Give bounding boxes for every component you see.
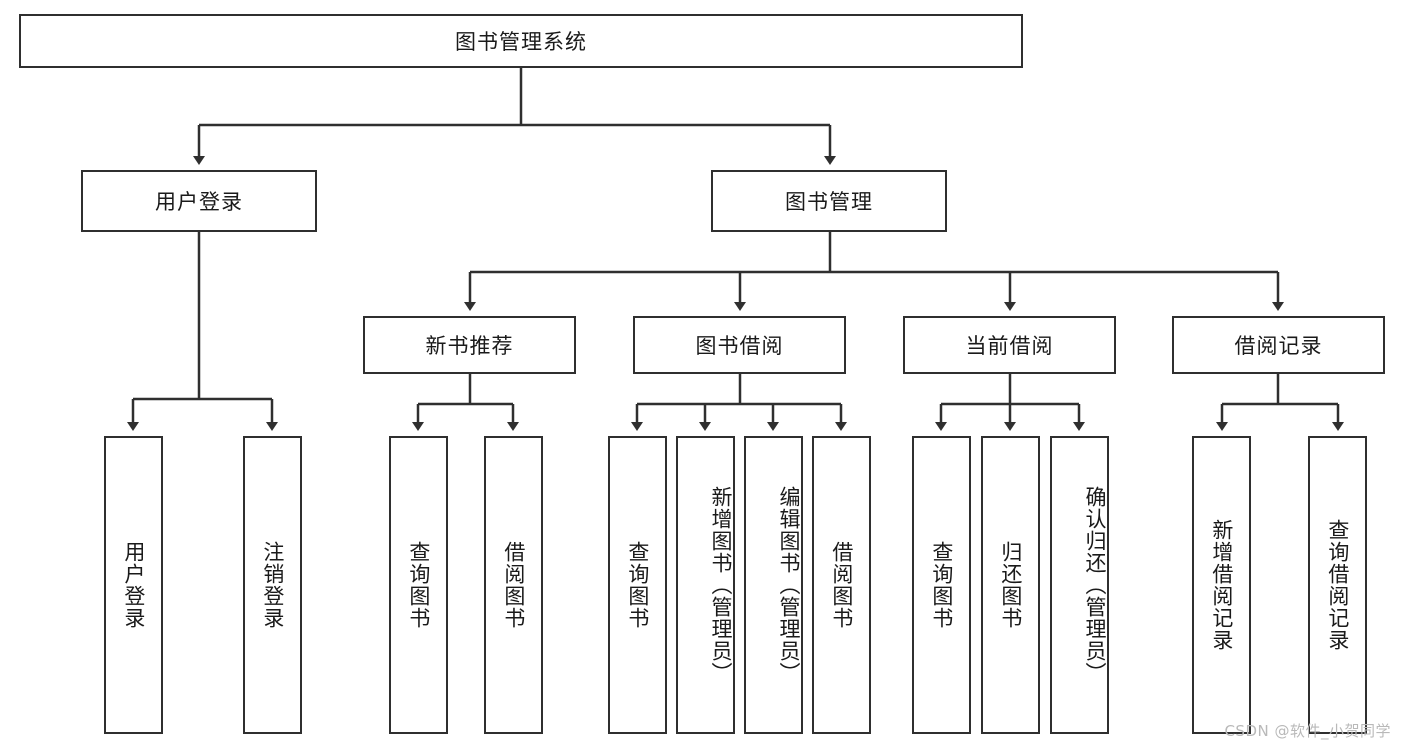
leaf-record-add-record[interactable]: 新增借阅记录 [1192, 436, 1251, 734]
leaf-recommend-borrow-book[interactable]: 借阅图书 [484, 436, 543, 734]
node-root-system[interactable]: 图书管理系统 [19, 14, 1023, 68]
node-book-management[interactable]: 图书管理 [711, 170, 947, 232]
leaf-current-return-book[interactable]: 归还图书 [981, 436, 1040, 734]
leaf-user-login-signout[interactable]: 注销登录 [243, 436, 302, 734]
leaf-user-login-signin[interactable]: 用户登录 [104, 436, 163, 734]
leaf-borrow-edit-book-admin[interactable]: 编辑图书（管理员） [744, 436, 803, 734]
leaf-current-confirm-return-admin[interactable]: 确认归还（管理员） [1050, 436, 1109, 734]
leaf-borrow-query-book[interactable]: 查询图书 [608, 436, 667, 734]
leaf-borrow-borrow-book[interactable]: 借阅图书 [812, 436, 871, 734]
leaf-current-query-book[interactable]: 查询图书 [912, 436, 971, 734]
leaf-borrow-add-book-admin[interactable]: 新增图书（管理员） [676, 436, 735, 734]
node-new-book-recommend[interactable]: 新书推荐 [363, 316, 576, 374]
node-book-borrow[interactable]: 图书借阅 [633, 316, 846, 374]
watermark: CSDN @软件_小贺同学 [1224, 722, 1391, 740]
node-user-login[interactable]: 用户登录 [81, 170, 317, 232]
node-current-borrow[interactable]: 当前借阅 [903, 316, 1116, 374]
leaf-recommend-query-book[interactable]: 查询图书 [389, 436, 448, 734]
node-borrow-record[interactable]: 借阅记录 [1172, 316, 1385, 374]
leaf-record-query-record[interactable]: 查询借阅记录 [1308, 436, 1367, 734]
